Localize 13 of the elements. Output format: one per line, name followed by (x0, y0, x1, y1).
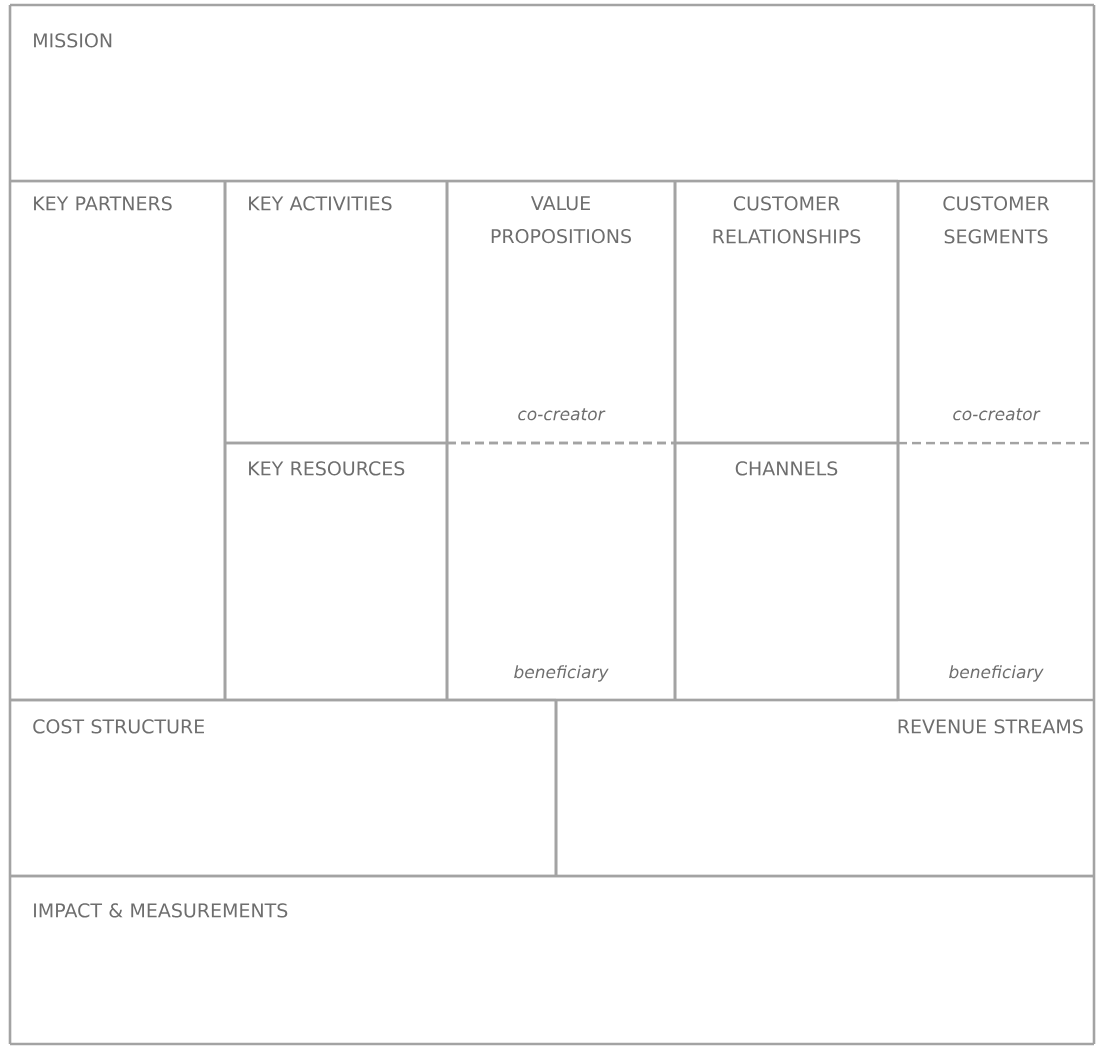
canvas-cell: COST STRUCTURE (8, 698, 558, 878)
canvas-cell: KEY PARTNERS (8, 179, 227, 702)
canvas-cell: IMPACT & MEASUREMENTS (8, 874, 1096, 1046)
canvas-cell: CUSTOMER RELATIONSHIPS (673, 179, 900, 445)
canvas-cell: KEY RESOURCES (223, 441, 449, 702)
canvas-cell: MISSION (8, 3, 1096, 183)
canvas-cell: KEY ACTIVITIES (223, 179, 449, 445)
canvas-cell: beneficiary (896, 441, 1096, 702)
canvas-cell: VALUE PROPOSITIONS co-creator (445, 179, 677, 445)
canvas-cell: beneficiary (445, 441, 677, 702)
canvas-cell: CUSTOMER SEGMENTS co-creator (896, 179, 1096, 445)
canvas-cell: REVENUE STREAMS (554, 698, 1096, 878)
canvas-cell: CHANNELS (673, 441, 900, 702)
